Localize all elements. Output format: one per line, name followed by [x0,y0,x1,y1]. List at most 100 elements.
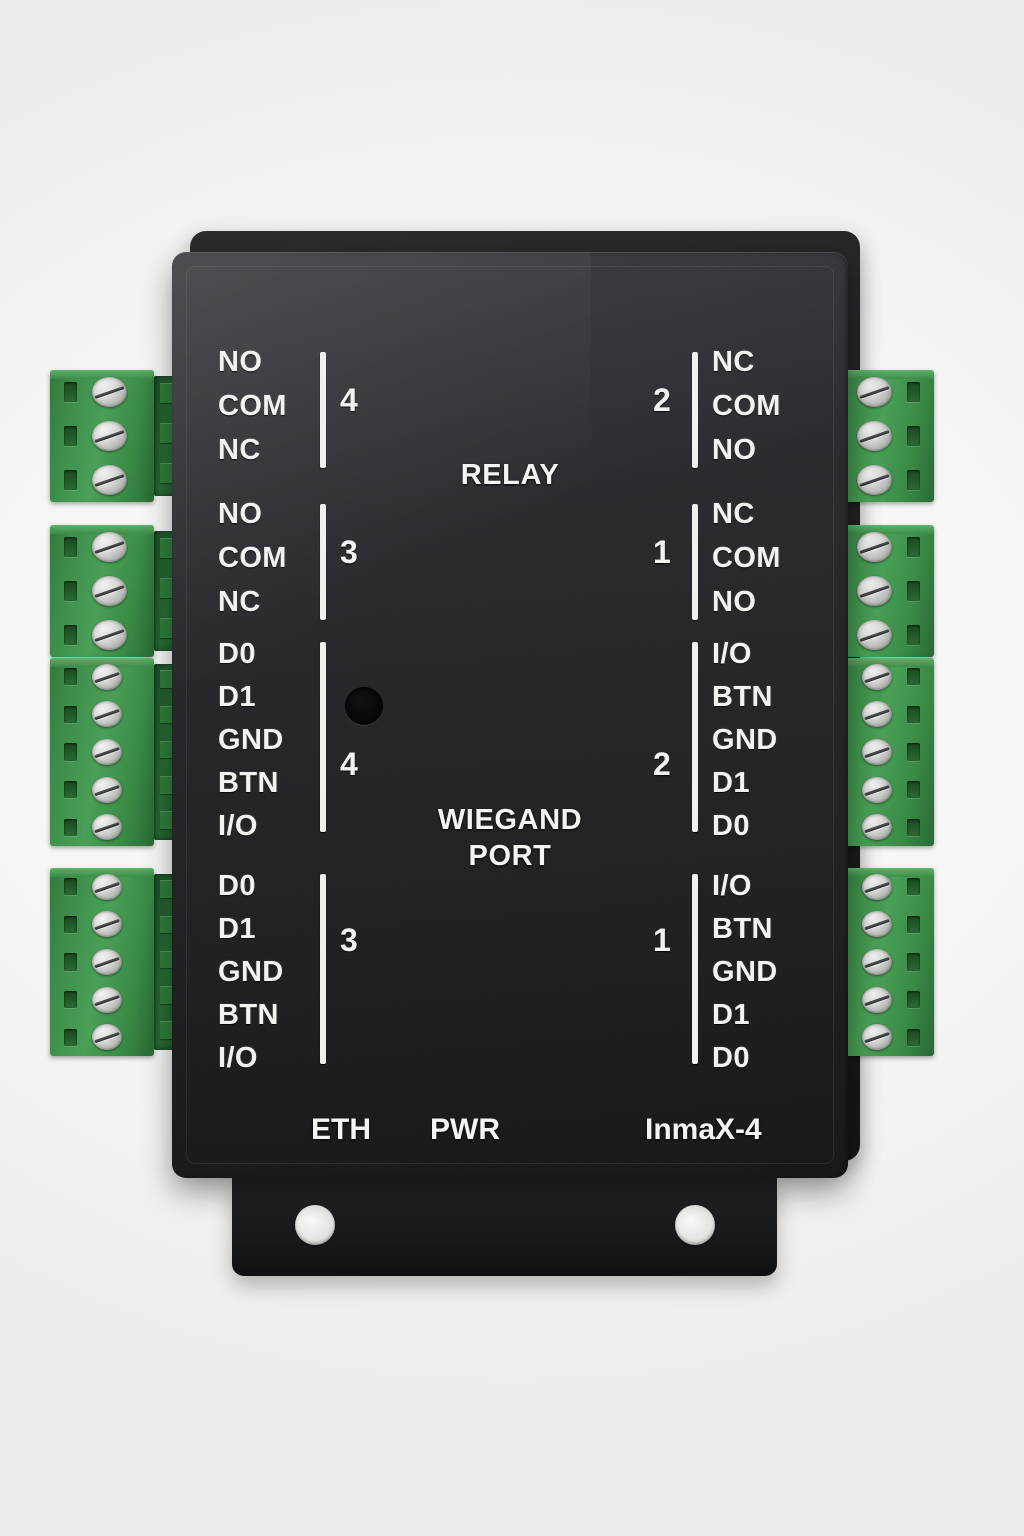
wire-entry-slot[interactable] [64,668,77,686]
terminal-screw[interactable] [861,814,892,841]
wire-entry-slot[interactable] [907,425,920,447]
bottom-label-pwr: PWR [430,1113,500,1146]
terminal-block-relay-1[interactable] [830,525,980,657]
wire-entry-slot[interactable] [907,818,920,836]
pin-label-wiegand-4-io: I/O [218,810,258,842]
plug-top-edge [50,868,154,877]
wire-entry-slot[interactable] [907,743,920,761]
wire-entry-slot[interactable] [64,915,77,934]
terminal-screw[interactable] [856,619,892,651]
wire-entry-slot[interactable] [907,705,920,724]
wire-entry-slot[interactable] [64,580,77,602]
wire-entry-slot[interactable] [64,990,77,1009]
group-divider-relay-3 [320,504,326,620]
terminal-screw[interactable] [861,911,892,938]
terminal-screw[interactable] [92,739,123,765]
terminal-screw[interactable] [856,575,892,607]
wire-entry-slot[interactable] [907,780,920,799]
terminal-screw[interactable] [92,376,128,408]
wire-entry-slot[interactable] [64,780,77,799]
terminal-screw[interactable] [92,619,128,651]
enclosure-lid [172,252,848,1178]
terminal-screw[interactable] [92,873,123,900]
plug-top-edge [50,658,154,667]
wire-entry-slot[interactable] [907,990,920,1009]
pin-label-relay-1-nc: NC [712,498,755,530]
terminal-screw[interactable] [861,986,892,1013]
terminal-block-wiegand-1[interactable] [830,868,980,1056]
wire-entry-slot[interactable] [64,953,77,971]
terminal-screw[interactable] [856,420,892,452]
terminal-screw[interactable] [92,949,123,975]
wire-entry-slot[interactable] [64,536,77,558]
terminal-screw[interactable] [856,376,892,408]
terminal-screw[interactable] [92,663,123,690]
terminal-screw[interactable] [92,420,128,452]
wire-entry-slot[interactable] [64,425,77,447]
terminal-block-relay-2[interactable] [830,370,980,502]
group-divider-wiegand-3 [320,874,326,1064]
wire-entry-slot[interactable] [64,818,77,836]
plug-top-edge [830,868,934,877]
wire-entry-slot[interactable] [64,381,77,403]
terminal-screw[interactable] [92,575,128,607]
group-number-relay-2: 2 [653,382,671,418]
terminal-plug-body[interactable] [50,525,154,657]
terminal-screw[interactable] [92,701,123,728]
pin-label-wiegand-4-d1: D1 [218,681,256,713]
terminal-screw[interactable] [861,701,892,728]
pin-label-relay-2-no: NO [712,434,757,466]
group-divider-wiegand-1 [692,874,698,1064]
wire-entry-slot[interactable] [64,878,77,896]
pin-label-relay-3-nc: NC [218,586,261,618]
wire-entry-slot[interactable] [64,469,77,491]
pin-label-wiegand-2-d0: D0 [712,810,750,842]
pin-label-wiegand-3-gnd: GND [218,956,284,988]
terminal-screw[interactable] [92,464,128,496]
terminal-screw[interactable] [856,531,892,563]
pin-label-relay-3-no: NO [218,498,263,530]
wire-entry-slot[interactable] [907,878,920,896]
terminal-screw[interactable] [92,986,123,1013]
terminal-screw[interactable] [92,531,128,563]
plug-top-edge [50,525,154,534]
terminal-screw[interactable] [861,739,892,765]
wire-entry-slot[interactable] [907,469,920,491]
mounting-hole-right [675,1205,715,1245]
group-divider-relay-1 [692,504,698,620]
terminal-screw[interactable] [861,873,892,900]
wire-entry-slot[interactable] [907,915,920,934]
terminal-screw[interactable] [92,814,123,841]
terminal-screw[interactable] [92,776,123,803]
terminal-screw[interactable] [92,911,123,938]
wire-entry-slot[interactable] [64,624,77,646]
group-divider-wiegand-4 [320,642,326,832]
terminal-screw[interactable] [861,776,892,803]
wire-entry-slot[interactable] [64,1028,77,1046]
group-divider-wiegand-2 [692,642,698,832]
wire-entry-slot[interactable] [907,1028,920,1046]
terminal-plug-body[interactable] [50,868,154,1056]
terminal-screw[interactable] [92,1024,123,1051]
pin-label-relay-4-no: NO [218,346,263,378]
wire-entry-slot[interactable] [907,536,920,558]
terminal-screw[interactable] [856,464,892,496]
group-number-wiegand-3: 3 [340,922,358,958]
wire-entry-slot[interactable] [907,381,920,403]
terminal-plug-body[interactable] [50,370,154,502]
wire-entry-slot[interactable] [907,624,920,646]
plug-top-edge [830,370,934,379]
terminal-screw[interactable] [861,663,892,690]
model-name-label: InmaX-4 [645,1113,762,1146]
terminal-block-wiegand-2[interactable] [830,658,980,846]
terminal-screw[interactable] [861,1024,892,1051]
wire-entry-slot[interactable] [64,743,77,761]
pin-label-wiegand-2-d1: D1 [712,767,750,799]
wire-entry-slot[interactable] [64,705,77,724]
terminal-plug-body[interactable] [50,658,154,846]
wire-entry-slot[interactable] [907,953,920,971]
wire-entry-slot[interactable] [907,580,920,602]
wire-entry-slot[interactable] [907,668,920,686]
terminal-screw[interactable] [861,949,892,975]
